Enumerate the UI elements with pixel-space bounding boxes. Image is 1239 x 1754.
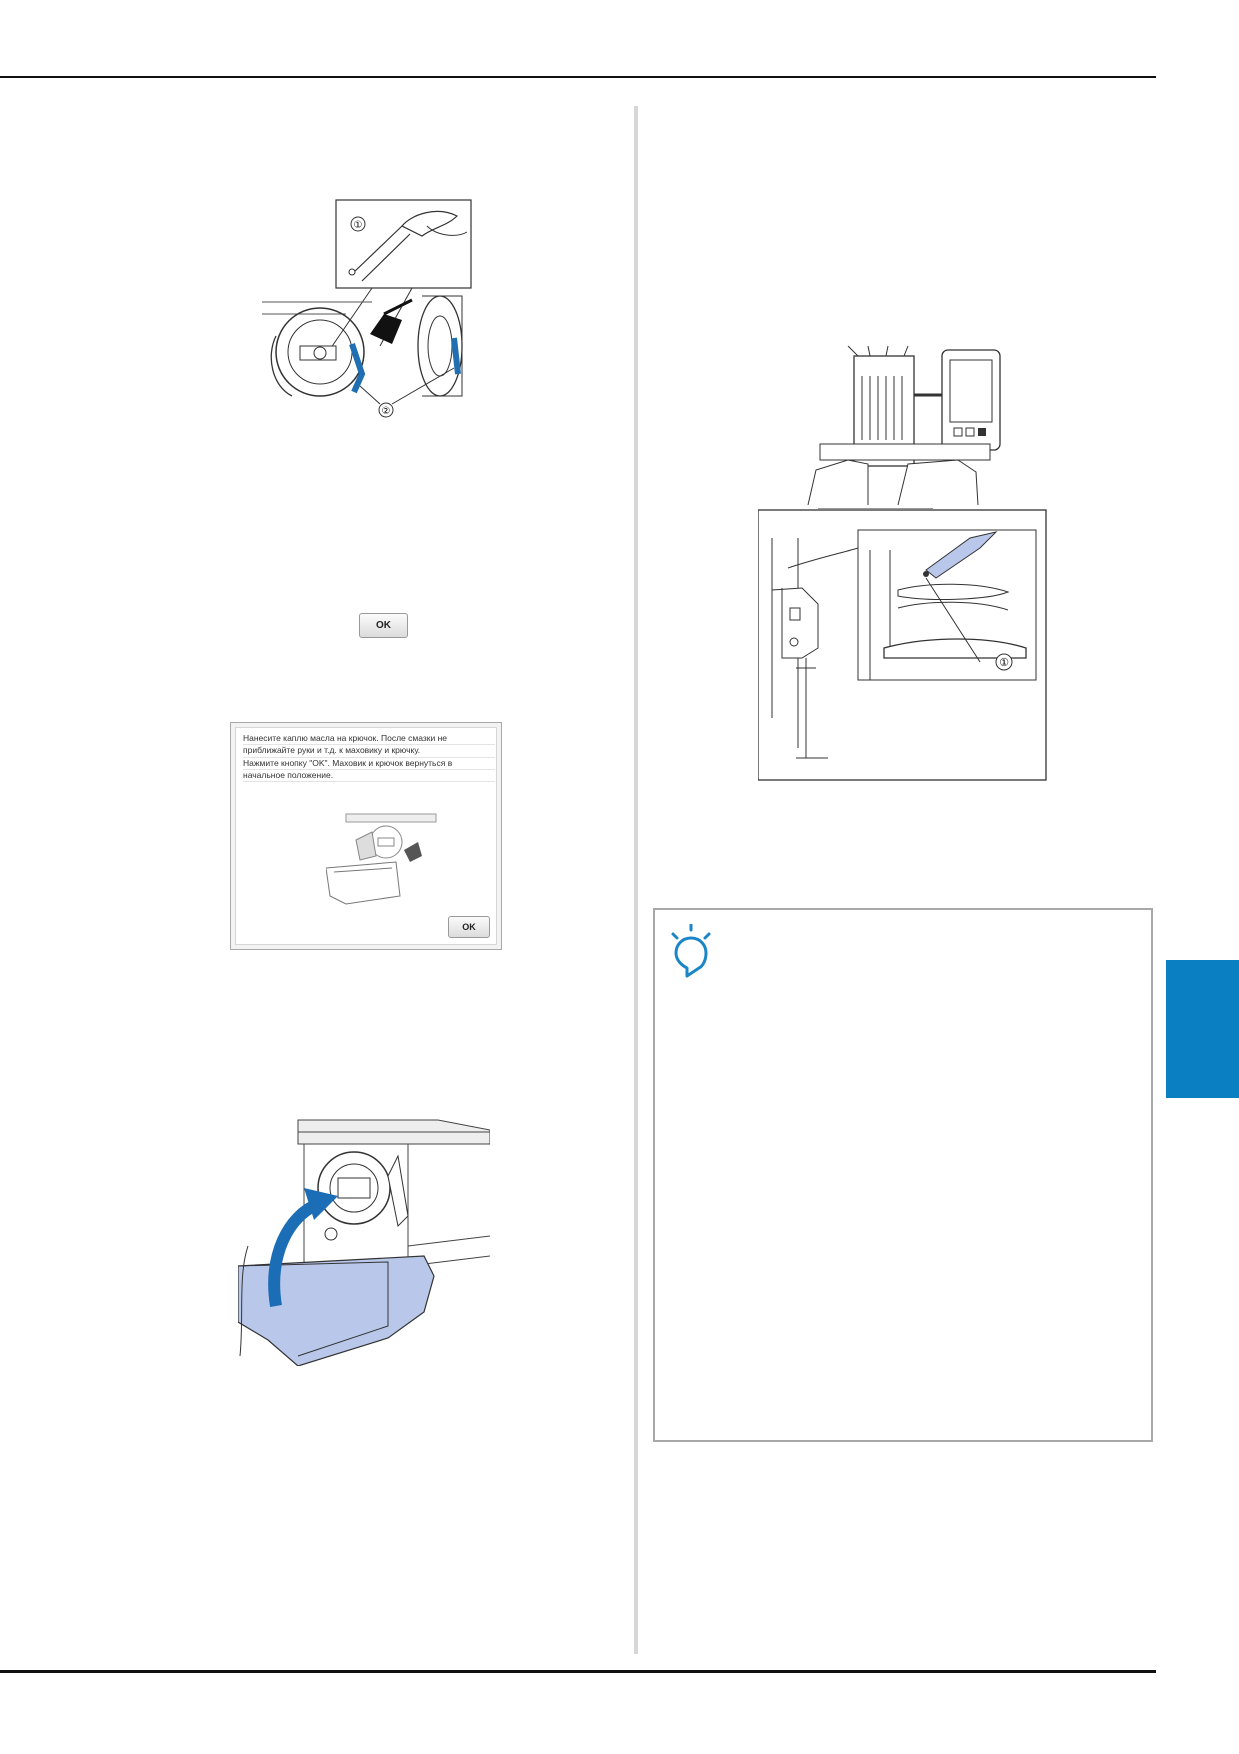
lightbulb-icon <box>669 923 715 978</box>
ok-button[interactable]: OK <box>359 613 408 638</box>
dialog-illustration <box>325 800 446 910</box>
dialog-panel: Нанесите каплю масла на крючок. После см… <box>235 727 497 945</box>
dialog-line: начальное положение. <box>243 770 495 783</box>
machine-illustration <box>807 345 1001 505</box>
dialog-line: приближайте руки и т.д. к маховику и крю… <box>243 745 495 758</box>
column-divider <box>634 106 638 1654</box>
machine-detail-illustration: ① <box>758 508 1047 781</box>
dialog-ok-button[interactable]: OK <box>448 916 490 938</box>
hook-oiling-figure: ① ② <box>262 196 474 426</box>
machine-figure <box>758 340 1048 505</box>
hook-cover-illustration <box>238 1119 490 1366</box>
oiling-dialog: Нанесите каплю масла на крючок. После см… <box>230 722 502 950</box>
footer-rule <box>0 1670 1156 1673</box>
callout-2: ② <box>382 406 391 417</box>
callout-1: ① <box>354 220 363 231</box>
machine-detail-figure: ① <box>758 508 1048 783</box>
hook-oiling-illustration: ① ② <box>262 199 472 418</box>
callout-1: ① <box>999 656 1009 669</box>
note-box <box>653 908 1153 1442</box>
dialog-message: Нанесите каплю масла на крючок. После см… <box>243 733 495 783</box>
hook-cover-figure <box>238 1116 490 1366</box>
dialog-line: Нанесите каплю масла на крючок. После см… <box>243 733 495 746</box>
chapter-tab <box>1166 960 1239 1098</box>
dialog-line: Нажмите кнопку "OK". Маховик и крючок ве… <box>243 758 495 770</box>
header-rule <box>0 76 1156 78</box>
